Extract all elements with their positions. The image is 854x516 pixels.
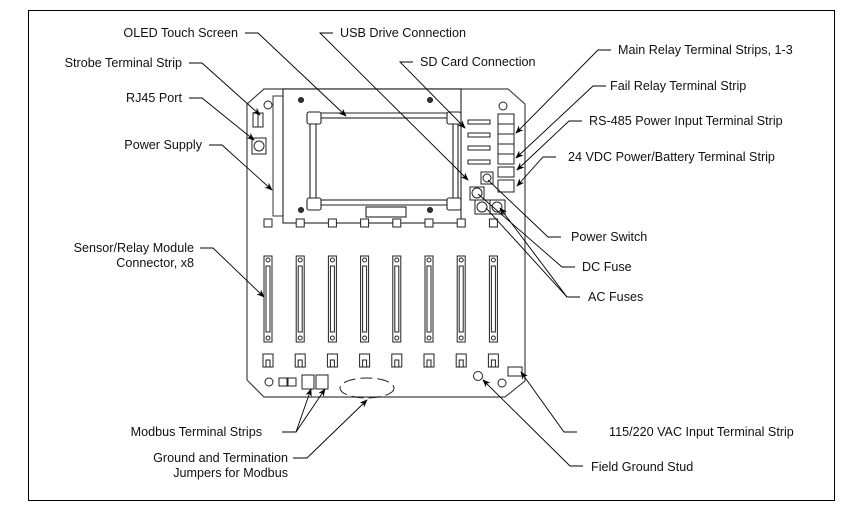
sensor-relay-connector	[294, 218, 306, 368]
modbus-terminal-strips	[264, 374, 329, 390]
sensor-relay-connector	[326, 218, 338, 368]
mount-hole-top-right	[498, 101, 508, 111]
label-dc-fuse: DC Fuse	[582, 260, 632, 274]
label-power-switch: Power Switch	[571, 230, 648, 244]
leader-lines	[189, 32, 611, 467]
label-sd-card-connection: SD Card Connection	[420, 55, 536, 69]
label-24vdc-power-battery: 24 VDC Power/Battery Terminal Strip	[568, 150, 775, 164]
rj45-port	[251, 137, 267, 155]
label-rj45-port: RJ45 Port	[126, 91, 182, 105]
label-sensor-relay-module-1: Sensor/Relay Module	[73, 241, 194, 255]
power-supply	[272, 95, 284, 217]
label-vac-input-terminal-strip: 115/220 VAC Input Terminal Strip	[609, 425, 794, 439]
label-power-supply: Power Supply	[124, 138, 202, 152]
sensor-relay-connector	[391, 218, 403, 368]
field-ground-stud	[473, 371, 483, 381]
label-ac-fuses: AC Fuses	[588, 290, 644, 304]
sensor-relay-connector	[487, 218, 499, 368]
board-outline	[246, 88, 526, 398]
label-strobe-terminal-strip: Strobe Terminal Strip	[64, 56, 182, 70]
label-modbus-terminal-strips: Modbus Terminal Strips	[130, 425, 262, 439]
mount-hole-top-left	[263, 100, 273, 110]
label-main-relay-terminal-strips: Main Relay Terminal Strips, 1-3	[618, 43, 793, 57]
sensor-relay-connector	[423, 218, 435, 368]
relay-terminal-strips	[497, 113, 515, 193]
oled-touch-screen	[282, 88, 462, 224]
ac-fuses	[474, 199, 506, 215]
diagram-frame	[28, 10, 835, 501]
label-field-ground-stud: Field Ground Stud	[591, 460, 694, 474]
label-ground-termination-2: Jumpers for Modbus	[173, 466, 288, 480]
vac-input-terminal-strip	[507, 366, 523, 377]
label-oled-touch-screen: OLED Touch Screen	[123, 26, 238, 40]
ground-termination-jumpers	[339, 377, 395, 399]
dc-fuse	[469, 186, 485, 201]
label-ground-termination-1: Ground and Termination	[153, 451, 288, 465]
power-switch	[480, 171, 494, 185]
label-fail-relay-terminal-strip: Fail Relay Terminal Strip	[610, 79, 747, 93]
label-rs485-power-input: RS-485 Power Input Terminal Strip	[589, 114, 783, 128]
strobe-terminal-strip	[252, 112, 264, 128]
sensor-relay-connectors	[262, 218, 499, 368]
sensor-relay-connector	[262, 218, 274, 368]
sensor-relay-connector	[359, 218, 371, 368]
label-usb-drive-connection: USB Drive Connection	[340, 26, 466, 40]
label-sensor-relay-module-2: Connector, x8	[116, 256, 194, 270]
mount-hole-bottom-right	[497, 378, 507, 388]
sensor-relay-connector	[455, 218, 467, 368]
usb-sd-connectors	[467, 119, 491, 165]
